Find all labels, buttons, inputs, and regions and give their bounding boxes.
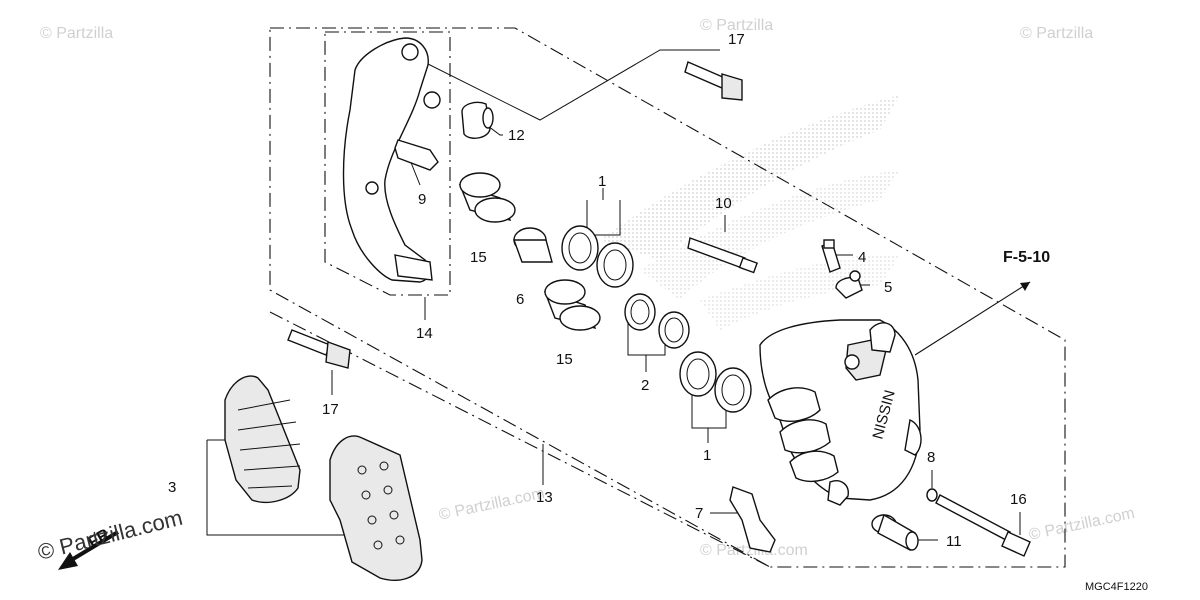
watermark-bottom-left: © Partzilla.com bbox=[35, 505, 185, 565]
watermark-text-4: © Partzilla.com bbox=[700, 542, 808, 559]
seal-1-top-a bbox=[561, 225, 599, 271]
callout-2: 2 bbox=[641, 377, 649, 394]
boot-12 bbox=[461, 101, 494, 139]
watermark-text-6: © Partzilla.com bbox=[437, 485, 546, 524]
seal-1-bottom-a bbox=[679, 351, 717, 397]
pin-15-bottom bbox=[543, 279, 601, 331]
leader-lines bbox=[206, 49, 1031, 541]
callout-10: 10 bbox=[715, 195, 732, 212]
callout-17-left: 17 bbox=[322, 401, 339, 418]
callout-labels: 17 12 9 1 10 15 6 15 2 1 4 5 8 16 11 7 1… bbox=[168, 31, 1027, 550]
cap-5 bbox=[835, 270, 863, 299]
watermark-text-2: © Partzilla bbox=[700, 17, 773, 34]
assembly-outline bbox=[269, 27, 1066, 568]
callout-12: 12 bbox=[508, 127, 525, 144]
front-arrow: FR. bbox=[58, 524, 120, 570]
figure-code: MGC4F1220 bbox=[1085, 581, 1148, 593]
brake-pad-3-back bbox=[224, 375, 301, 504]
seal-1-top-b bbox=[596, 242, 634, 288]
callout-7: 7 bbox=[695, 505, 703, 522]
callout-13: 13 bbox=[536, 489, 553, 506]
brake-pad-3-front bbox=[329, 435, 423, 581]
bolt-17-left bbox=[287, 329, 351, 369]
sleeve-6 bbox=[513, 227, 553, 263]
watermark-text-5: © Partzilla.com bbox=[1027, 505, 1136, 544]
callout-15-top: 15 bbox=[470, 249, 487, 266]
pad-pin-10 bbox=[687, 237, 758, 274]
caliper-bracket-14 bbox=[342, 37, 441, 283]
pad-spring-7 bbox=[729, 486, 776, 553]
callout-1-bottom: 1 bbox=[703, 447, 711, 464]
callout-15-bottom: 15 bbox=[556, 351, 573, 368]
callout-5: 5 bbox=[884, 279, 892, 296]
bleeder-4 bbox=[821, 239, 841, 273]
washer-8 bbox=[926, 488, 938, 502]
callout-11: 11 bbox=[946, 533, 962, 550]
callout-1-top: 1 bbox=[598, 173, 606, 190]
pad-spring-9 bbox=[394, 139, 439, 171]
watermark-logo bbox=[600, 95, 900, 330]
callout-9: 9 bbox=[418, 191, 426, 208]
callout-8: 8 bbox=[927, 449, 935, 466]
seal-2-b bbox=[658, 311, 690, 349]
bolt-17-top bbox=[684, 61, 743, 101]
callout-16: 16 bbox=[1010, 491, 1027, 508]
callout-3: 3 bbox=[168, 479, 176, 496]
pin-15-top bbox=[458, 172, 516, 223]
callout-17-top: 17 bbox=[728, 31, 745, 48]
callout-6: 6 bbox=[516, 291, 524, 308]
callout-14: 14 bbox=[416, 325, 433, 342]
watermark-text-1: © Partzilla bbox=[40, 25, 113, 42]
bracket-outline bbox=[324, 31, 451, 296]
outline-lower-edge bbox=[269, 311, 771, 568]
caliper-body: NISSIN bbox=[759, 319, 922, 506]
seal-1-bottom-b bbox=[714, 367, 752, 413]
seal-2-a bbox=[624, 293, 656, 331]
plug-11 bbox=[871, 513, 919, 552]
reference-label: F-5-10 bbox=[1003, 249, 1050, 266]
watermark-text-3: © Partzilla bbox=[1020, 25, 1093, 42]
pin-16 bbox=[935, 494, 1031, 557]
callout-4: 4 bbox=[858, 249, 866, 266]
